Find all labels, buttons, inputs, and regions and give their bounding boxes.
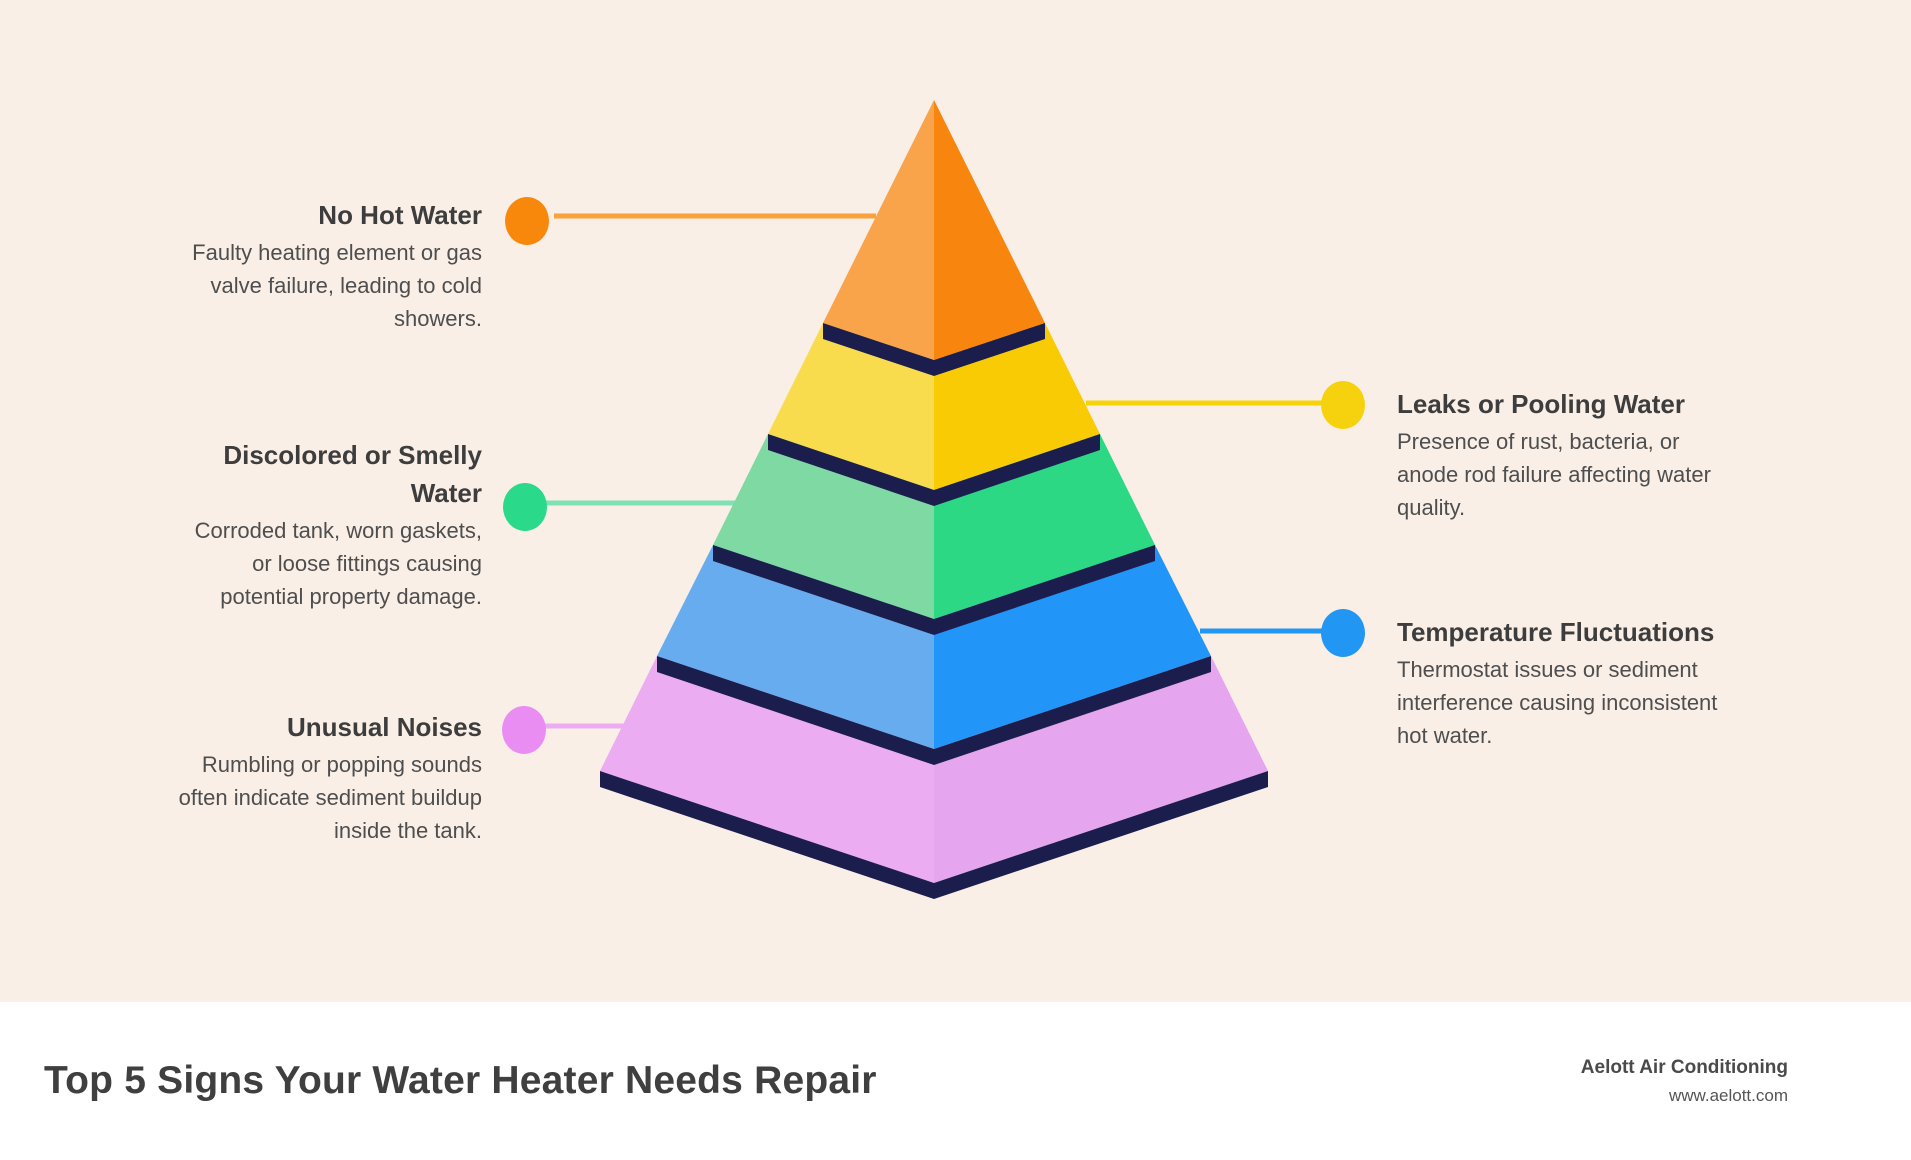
pyramid-layer-5-left-face — [600, 656, 934, 883]
connector-dot-no-hot-water — [505, 197, 549, 245]
brand-website: www.aelott.com — [1668, 1086, 1788, 1105]
pyramid-layer-2-left-face — [768, 323, 934, 490]
callout-description: Rumbling or popping sounds often indicat… — [178, 752, 482, 843]
footer-bar: Top 5 Signs Your Water Heater Needs Repa… — [0, 1002, 1911, 1160]
connector-dot-unusual-noises — [502, 706, 546, 754]
pyramid-layer-5-right-face — [934, 656, 1268, 883]
callout-leaks-or-pooling-water: Leaks or Pooling Water Presence of rust,… — [1397, 385, 1742, 524]
callout-temperature-fluctuations: Temperature Fluctuations Thermostat issu… — [1397, 613, 1742, 752]
pyramid-band-1 — [823, 323, 1045, 376]
callout-discolored-or-smelly-water: Discolored or Smelly Water Corroded tank… — [172, 436, 482, 613]
pyramid-layer-2-right-face — [934, 323, 1100, 490]
brand-name: Aelott Air Conditioning — [1580, 1057, 1788, 1078]
pyramid-layer-1-left-face — [823, 100, 934, 360]
brand-block: Aelott Air Conditioning www.aelott.com — [1581, 1053, 1788, 1109]
callout-unusual-noises: Unusual Noises Rumbling or popping sound… — [170, 708, 482, 847]
connector-dot-leaks — [1321, 381, 1365, 429]
pyramid-band-3 — [713, 545, 1155, 635]
connector-dot-discolored — [503, 483, 547, 531]
callout-description: Presence of rust, bacteria, or anode rod… — [1397, 429, 1711, 520]
callout-title: Leaks or Pooling Water — [1397, 389, 1685, 419]
connector-dot-temperature — [1321, 609, 1365, 657]
page-title: Top 5 Signs Your Water Heater Needs Repa… — [44, 1059, 877, 1102]
pyramid-band-2 — [768, 434, 1100, 506]
callout-description: Corroded tank, worn gaskets, or loose fi… — [194, 518, 482, 609]
callout-description: Faulty heating element or gas valve fail… — [192, 240, 482, 331]
callout-description: Thermostat issues or sediment interferen… — [1397, 657, 1718, 748]
callout-no-hot-water: No Hot Water Faulty heating element or g… — [162, 196, 482, 335]
pyramid-layer-1-right-face — [934, 100, 1045, 360]
callout-title: No Hot Water — [318, 200, 482, 230]
callout-title: Temperature Fluctuations — [1397, 617, 1715, 647]
callout-title: Unusual Noises — [286, 712, 482, 742]
callout-title: Discolored or Smelly Water — [223, 440, 482, 508]
